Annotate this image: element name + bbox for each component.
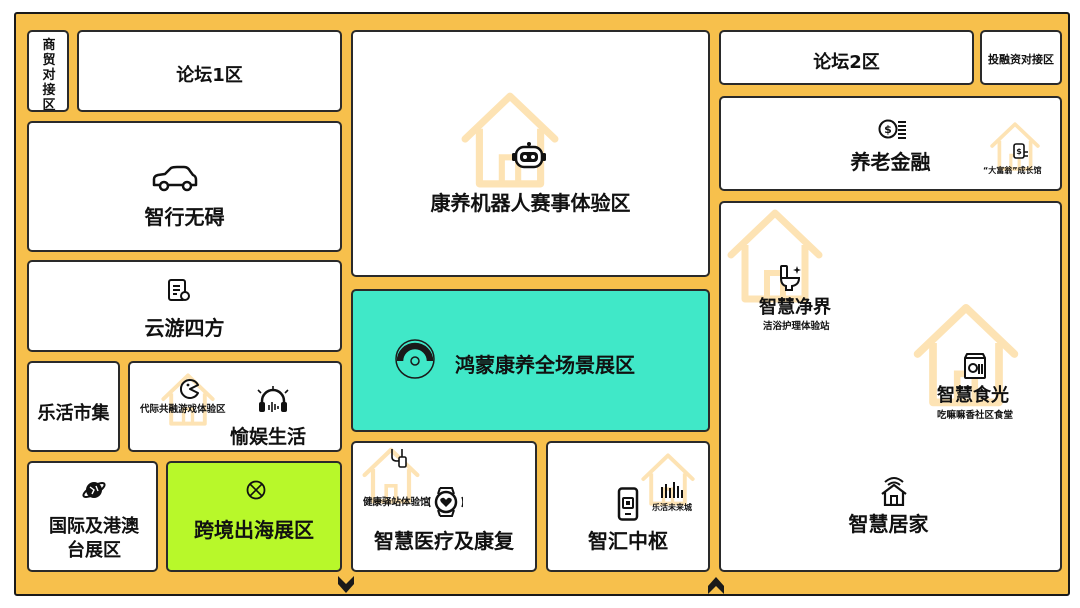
- zone-robot-label: 康养机器人赛事体验区: [430, 191, 631, 215]
- zone-invest[interactable]: 投融资对接区: [980, 30, 1062, 85]
- zone-cross-border-label: 跨境出海展区: [194, 518, 314, 542]
- zone-harmony-label: 鸿蒙康养全场景展区: [455, 353, 635, 377]
- headphones-icon: [257, 386, 289, 412]
- zone-finance-sub: “大富翁”成长馆: [983, 166, 1042, 175]
- up-arrow-icon: [708, 577, 724, 594]
- house-watermark-icon: [725, 205, 825, 305]
- zone-smart-living[interactable]: 智慧净界 洁浴护理体验站 智慧食光 吃嘛嘛香社区食堂 智慧居家: [719, 201, 1062, 572]
- zone-market[interactable]: 乐活市集: [27, 361, 120, 452]
- house-watermark-icon: [459, 88, 561, 190]
- zone-forum1[interactable]: 论坛1区: [77, 30, 342, 112]
- coins-icon: $: [878, 119, 906, 139]
- zone-harmony[interactable]: 鸿蒙康养全场景展区: [351, 289, 710, 432]
- globe-icon: [82, 482, 106, 498]
- zone-cloud-tour[interactable]: 云游四方: [27, 260, 342, 352]
- zone-entertainment-label: 愉娱生活: [230, 426, 307, 448]
- svg-text:$: $: [1016, 147, 1022, 156]
- toilet-icon: [779, 265, 801, 291]
- zone-food-label: 智慧食光: [937, 385, 1009, 406]
- car-icon: [152, 165, 198, 192]
- zone-forum2[interactable]: 论坛2区: [719, 30, 974, 85]
- heart-watch-icon: [429, 487, 463, 517]
- smartphone-icon: [617, 487, 639, 521]
- zone-mobility-label: 智行无碍: [144, 205, 225, 229]
- zone-hub-sub: 乐活未来城: [652, 503, 692, 512]
- zone-robot[interactable]: 康养机器人赛事体验区: [351, 30, 710, 277]
- zone-hub-label: 智汇中枢: [588, 529, 668, 553]
- checklist-location-icon: [168, 279, 190, 301]
- smart-home-wifi-icon: [661, 482, 683, 498]
- zone-international[interactable]: 国际及港澳台展区: [27, 461, 158, 572]
- zone-mobility[interactable]: 智行无碍: [27, 121, 342, 252]
- zone-medical-sub: 健康驿站体验馆: [363, 497, 430, 508]
- svg-text:$: $: [884, 123, 892, 136]
- zone-home-label: 智慧居家: [848, 512, 929, 536]
- zone-forum1-label: 论坛1区: [176, 65, 243, 86]
- zone-hub[interactable]: 乐活未来城 智汇中枢: [546, 441, 710, 572]
- zone-cross-border[interactable]: 跨境出海展区: [166, 461, 342, 572]
- robot-icon: [512, 142, 546, 169]
- zone-trade[interactable]: 商贸对接区: [27, 30, 69, 112]
- zone-food-sub: 吃嘛嘛香社区食堂: [937, 410, 1014, 421]
- down-arrow-icon: [338, 576, 354, 593]
- zone-invest-label: 投融资对接区: [988, 53, 1054, 66]
- food-kiosk-icon: [964, 353, 986, 379]
- zone-entertainment-sub: 代际共融游戏体验区: [140, 404, 226, 415]
- zone-forum2-label: 论坛2区: [813, 52, 880, 73]
- harmony-logo-icon: [395, 339, 435, 379]
- zone-finance[interactable]: $ 养老金融 $ “大富翁”成长馆: [719, 96, 1062, 191]
- zone-medical-label: 智慧医疗及康复: [374, 529, 514, 553]
- zone-entertainment[interactable]: 代际共融游戏体验区 愉娱生活: [128, 361, 342, 452]
- world-grid-icon: [246, 480, 266, 500]
- coins-icon: $: [1013, 143, 1028, 159]
- zone-medical[interactable]: 健康驿站体验馆 智慧医疗及康复: [351, 441, 537, 572]
- zone-finance-label: 养老金融: [850, 150, 931, 174]
- zone-cloud-tour-label: 云游四方: [144, 316, 225, 340]
- zone-market-label: 乐活市集: [37, 403, 110, 424]
- zone-international-label: 国际及港澳台展区: [49, 516, 139, 561]
- zone-clean-sub: 洁浴护理体验站: [763, 321, 830, 332]
- heart-watch-icon: [391, 449, 407, 468]
- game-ghost-icon: [179, 379, 199, 399]
- zone-clean-label: 智慧净界: [759, 297, 831, 318]
- smart-home-wifi-icon: [881, 477, 907, 506]
- zone-trade-label: 商贸对接区: [42, 38, 56, 112]
